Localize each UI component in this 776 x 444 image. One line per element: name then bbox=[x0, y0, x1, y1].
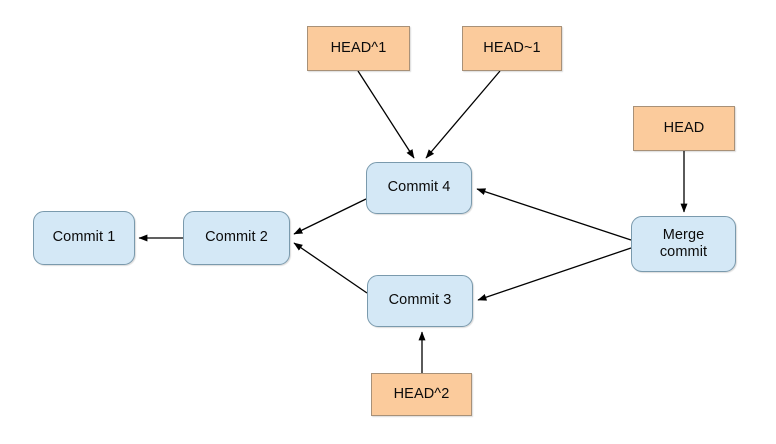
node-label: HEAD^2 bbox=[393, 385, 450, 402]
node-head-caret-1[interactable]: HEAD^1 bbox=[307, 26, 410, 71]
node-label: HEAD~1 bbox=[483, 39, 541, 56]
edge-merge_commit-to-commit_4 bbox=[476, 188, 632, 241]
edge-merge_commit-to-commit_3 bbox=[477, 247, 632, 301]
edge-commit_3-to-commit_2 bbox=[293, 242, 368, 294]
edge-head_caret_1-to-commit_4 bbox=[357, 70, 415, 159]
node-commit-1[interactable]: Commit 1 bbox=[33, 211, 135, 265]
node-label: Commit 2 bbox=[205, 229, 268, 246]
node-label: HEAD^1 bbox=[330, 39, 387, 56]
node-head-tilde-1[interactable]: HEAD~1 bbox=[462, 26, 562, 71]
node-head[interactable]: HEAD bbox=[633, 106, 735, 151]
node-label: Commit 4 bbox=[387, 179, 451, 196]
node-commit-2[interactable]: Commit 2 bbox=[183, 211, 290, 265]
node-merge-commit[interactable]: Merge commit bbox=[631, 216, 736, 272]
edge-commit_4-to-commit_2 bbox=[293, 198, 367, 235]
edge-head_tilde_1-to-commit_4 bbox=[425, 70, 501, 159]
node-label: Commit 3 bbox=[388, 292, 452, 309]
node-label: Merge commit bbox=[659, 226, 708, 260]
node-commit-4[interactable]: Commit 4 bbox=[366, 162, 472, 214]
node-head-caret-2[interactable]: HEAD^2 bbox=[371, 373, 472, 416]
node-label: HEAD bbox=[663, 119, 705, 136]
node-label: Commit 1 bbox=[52, 229, 116, 246]
node-commit-3[interactable]: Commit 3 bbox=[367, 275, 473, 327]
